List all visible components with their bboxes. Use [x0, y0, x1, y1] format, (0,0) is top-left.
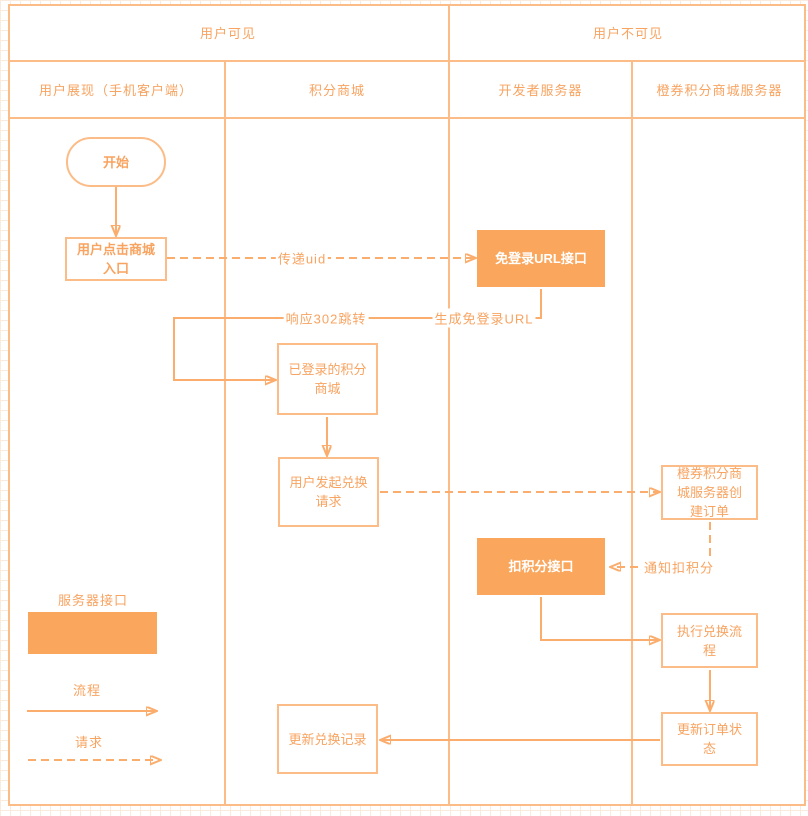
node-update-redeem-record: 更新兑换记录 [277, 704, 378, 774]
node-execute-redeem: 执行兑换流程 [661, 613, 758, 668]
row-divider-groups [8, 60, 806, 62]
lane-header-chengquan-server: 橙券积分商城服务器 [656, 83, 783, 98]
edge-label-redirect-302: 响应302跳转 [283, 308, 369, 328]
lane-header-mobile-client: 用户展现（手机客户端） [38, 83, 193, 98]
lane-header-points-mall: 积分商城 [308, 83, 365, 98]
edge-label-generate-sso-url: 生成免登录URL [432, 308, 536, 328]
legend-server-api-swatch [28, 612, 157, 654]
legend-server-api-label: 服务器接口 [57, 593, 128, 608]
lane-divider-2 [448, 4, 450, 806]
node-logged-in-mall: 已登录的积分商城 [277, 343, 378, 415]
legend-request-label: 请求 [74, 735, 103, 750]
node-click-mall-entry: 用户点击商城入口 [65, 237, 167, 281]
lane-divider-3 [631, 60, 633, 806]
node-update-order-status: 更新订单状态 [661, 712, 758, 766]
row-divider-lanes [8, 117, 806, 119]
lane-header-developer-server: 开发者服务器 [498, 83, 583, 98]
group-header-user-invisible: 用户不可见 [592, 25, 663, 41]
lane-divider-1 [224, 60, 226, 806]
node-deduct-points-api: 扣积分接口 [477, 538, 605, 595]
group-header-user-visible: 用户可见 [199, 25, 256, 41]
edge-label-pass-uid: 传递uid [275, 248, 329, 268]
edge-label-notify-deduct: 通知扣积分 [641, 557, 717, 577]
node-redeem-request: 用户发起兑换请求 [278, 457, 379, 527]
node-create-order: 橙券积分商城服务器创建订单 [661, 465, 758, 520]
node-sso-url-api: 免登录URL接口 [477, 230, 605, 287]
legend-flow-label: 流程 [72, 683, 101, 698]
swimlane-table-border [8, 4, 806, 806]
node-start: 开始 [66, 137, 166, 187]
